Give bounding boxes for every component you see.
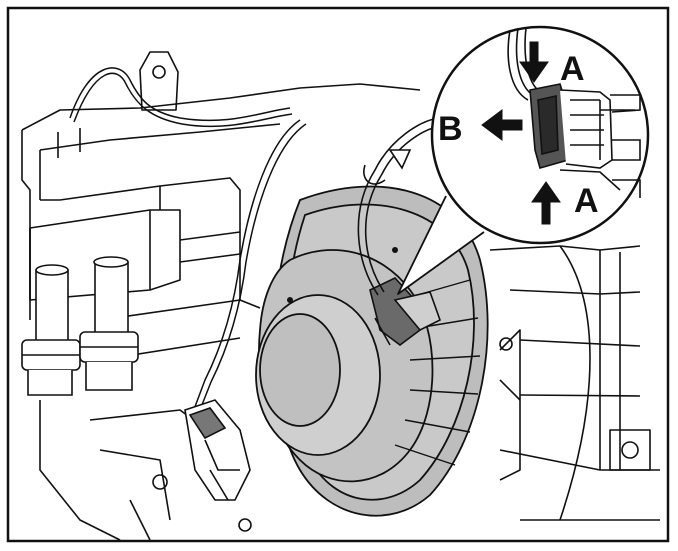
motor-connector [369,277,441,346]
arrow-a-bottom [531,181,561,225]
inset-leader [397,195,485,295]
wiring-harness [69,67,307,421]
motor-wire-loop [357,117,443,296]
callout-b: B [438,110,463,148]
callout-a-top: A [560,50,585,88]
inset-detail [507,27,641,198]
magnified-inset: A B A [397,25,650,295]
arrow-b [481,109,523,141]
callout-a-bottom: A [574,182,599,220]
lower-connector [184,399,251,501]
coolant-pipes [21,256,139,396]
arrow-a-top [519,41,549,83]
